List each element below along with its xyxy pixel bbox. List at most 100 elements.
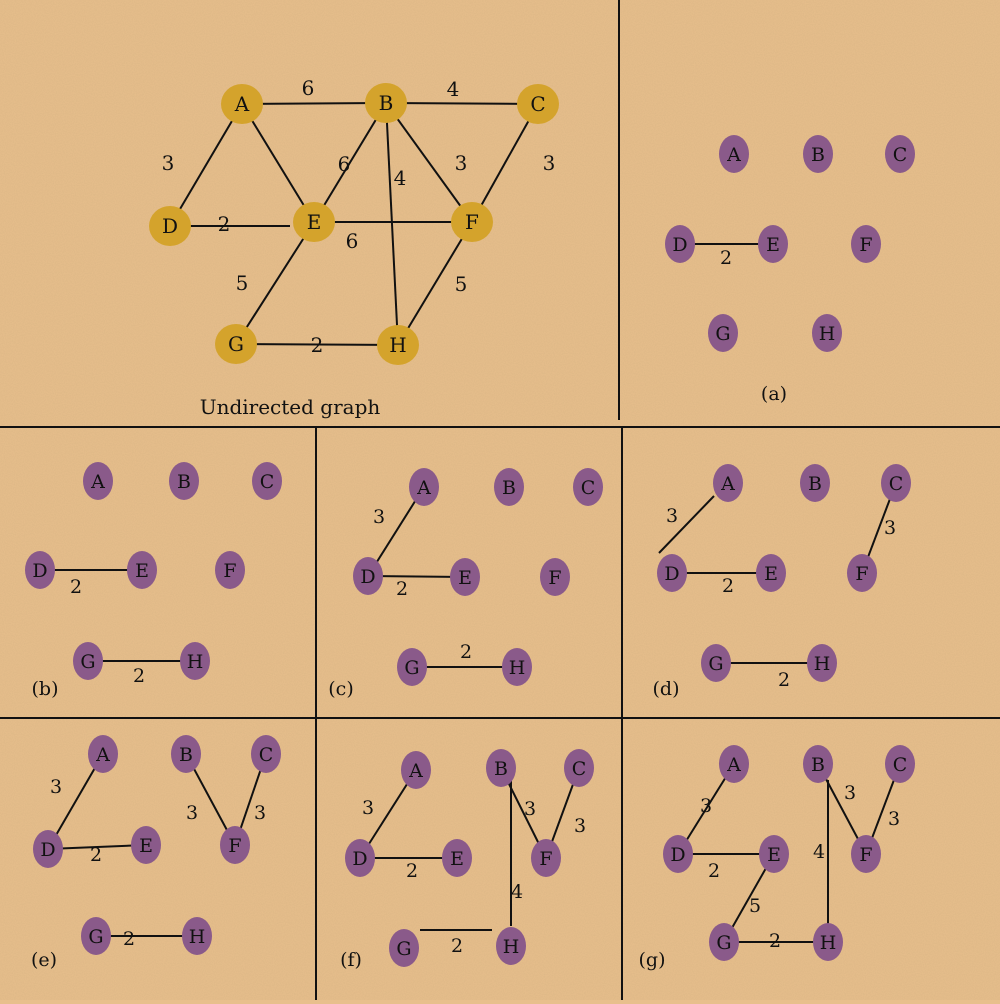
main-node-f xyxy=(451,202,493,242)
step-edge-weight: 3 xyxy=(574,815,586,837)
step-node-label: F xyxy=(539,848,552,870)
step-node-d xyxy=(663,835,693,873)
main-node-d xyxy=(149,206,191,246)
main-node-label: G xyxy=(228,332,244,356)
step-node-b xyxy=(494,468,524,506)
step-node-c xyxy=(252,462,282,500)
step-node-d xyxy=(665,225,695,263)
step-node-label: F xyxy=(855,563,868,585)
step-panel-caption: (c) xyxy=(328,678,353,700)
step-node-d xyxy=(353,557,383,595)
step-panel-caption: (e) xyxy=(31,949,57,971)
step-node-h xyxy=(502,648,532,686)
step-node-label: H xyxy=(814,653,831,675)
main-edge-eg xyxy=(235,221,315,345)
step-node-c xyxy=(881,464,911,502)
main-node-label: C xyxy=(530,92,545,116)
main-edge-weight: 4 xyxy=(394,166,407,190)
step-node-f xyxy=(851,835,881,873)
step-node-e xyxy=(758,225,788,263)
step-node-label: A xyxy=(720,473,735,495)
step-edge-weight: 4 xyxy=(813,841,825,863)
step-node-label: A xyxy=(408,760,423,782)
step-node-label: F xyxy=(548,567,561,589)
main-edge-weight: 6 xyxy=(338,152,351,176)
step-node-b xyxy=(486,749,516,787)
step-node-label: H xyxy=(189,926,206,948)
step-node-f xyxy=(531,839,561,877)
main-node-label: A xyxy=(234,92,250,116)
main-edge-be xyxy=(313,102,387,223)
main-edge-weight: 3 xyxy=(543,151,556,175)
step-node-e xyxy=(759,835,789,873)
step-edge-weight: 3 xyxy=(884,517,896,539)
main-edge-weight: 5 xyxy=(455,272,468,296)
step-node-label: H xyxy=(819,323,836,345)
step-node-label: B xyxy=(811,144,825,166)
main-edge-ad xyxy=(169,103,243,227)
step-node-label: H xyxy=(509,657,526,679)
step-node-label: C xyxy=(572,758,587,780)
step-node-label: D xyxy=(360,566,375,588)
main-node-label: D xyxy=(162,214,178,238)
main-graph-caption: Undirected graph xyxy=(200,395,381,419)
main-edge-weight: 3 xyxy=(162,151,175,175)
step-node-label: C xyxy=(581,477,596,499)
step-edge-ad xyxy=(658,495,715,554)
step-node-a xyxy=(409,468,439,506)
step-node-c xyxy=(885,745,915,783)
step-panel-caption: (d) xyxy=(653,678,680,700)
step-edge-weight: 2 xyxy=(133,665,145,687)
step-node-g xyxy=(709,923,739,961)
step-edge-weight: 2 xyxy=(70,576,82,598)
step-node-d xyxy=(657,554,687,592)
step-edge-weight: 3 xyxy=(524,798,536,820)
step-node-label: G xyxy=(708,653,723,675)
step-node-e xyxy=(442,839,472,877)
step-edge-weight: 2 xyxy=(720,247,732,269)
step-edge-weight: 5 xyxy=(749,895,761,917)
step-panel-caption: (a) xyxy=(761,383,787,405)
step-node-label: C xyxy=(893,754,908,776)
step-node-g xyxy=(701,644,731,682)
main-node-label: B xyxy=(379,91,394,115)
step-node-c xyxy=(251,735,281,773)
step-node-label: G xyxy=(88,926,103,948)
step-edge-ad xyxy=(47,753,104,850)
step-node-label: B xyxy=(502,477,516,499)
step-node-e xyxy=(756,554,786,592)
main-edge-weight: 2 xyxy=(311,333,324,357)
step-edge-weight: 3 xyxy=(373,506,385,528)
main-node-label: F xyxy=(465,210,479,234)
step-node-label: B xyxy=(811,754,825,776)
step-node-label: F xyxy=(859,234,872,256)
step-node-label: D xyxy=(40,839,55,861)
step-node-b xyxy=(803,135,833,173)
step-edge-weight: 2 xyxy=(90,844,102,866)
step-node-a xyxy=(83,462,113,500)
main-node-b xyxy=(365,83,407,123)
step-node-d xyxy=(345,839,375,877)
main-edge-bf xyxy=(385,102,473,223)
step-node-a xyxy=(719,745,749,783)
step-node-d xyxy=(33,830,63,868)
step-node-label: E xyxy=(139,835,153,857)
step-panel-caption: (f) xyxy=(340,949,362,971)
step-node-label: B xyxy=(177,471,191,493)
main-edge-weight: 4 xyxy=(447,77,460,101)
step-node-label: H xyxy=(503,936,520,958)
main-edge-weight: 6 xyxy=(302,76,315,100)
step-node-b xyxy=(171,735,201,773)
step-node-label: D xyxy=(670,844,685,866)
step-edge-de xyxy=(47,844,147,850)
step-node-label: C xyxy=(889,473,904,495)
step-node-h xyxy=(807,644,837,682)
step-node-a xyxy=(713,464,743,502)
step-node-label: D xyxy=(664,563,679,585)
main-edge-cf xyxy=(471,103,539,223)
